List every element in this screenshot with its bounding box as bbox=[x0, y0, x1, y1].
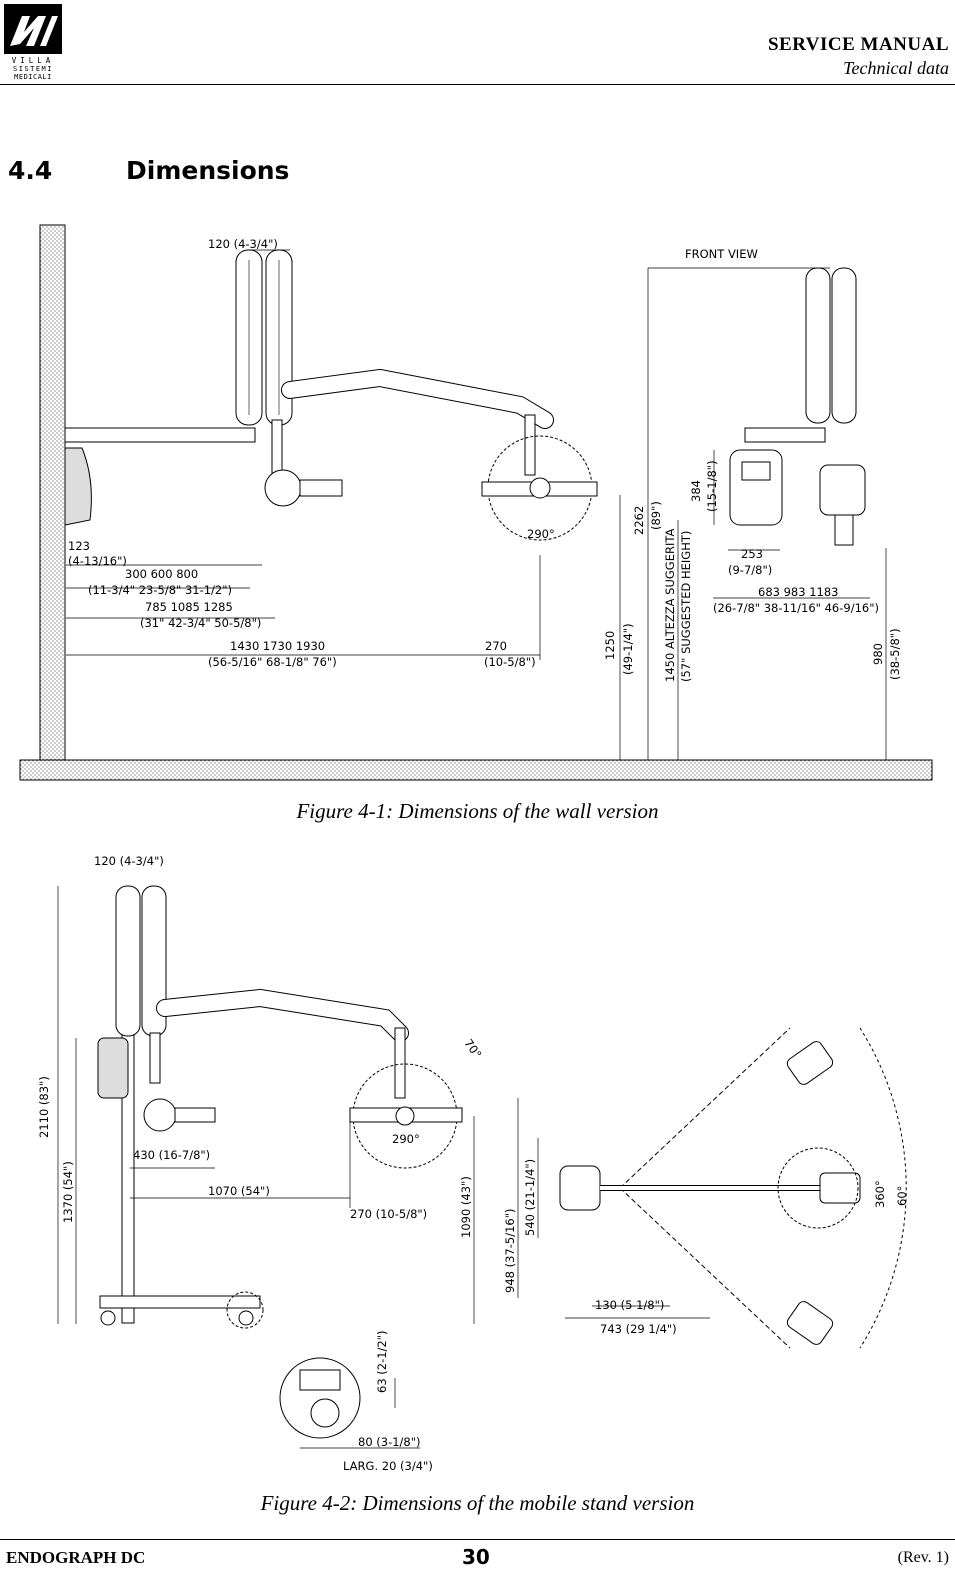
dim-123-label: 123 bbox=[68, 539, 90, 553]
dim-253-label: 253 bbox=[741, 547, 763, 561]
dim-80-label: 80 (3-1/8") bbox=[358, 1435, 421, 1449]
mobile-dim-120-label: 120 (4-3/4") bbox=[94, 854, 164, 868]
figure-mobile-version: 120 (4-3/4") 70° 290° 2110 (83") 1370 (5… bbox=[0, 848, 955, 1488]
vertical-arm-mobile-1 bbox=[115, 885, 141, 1037]
dim-300-inch: (11-3/4" 23-5/8" 31-1/2") bbox=[88, 583, 232, 597]
tube-head-mobile bbox=[143, 1098, 177, 1132]
dim-683-label: 683 983 1183 bbox=[758, 585, 838, 599]
caster-right bbox=[238, 1310, 254, 1326]
front-arm-2 bbox=[831, 267, 857, 424]
dim-384-inch: (15-1/8") bbox=[705, 460, 719, 512]
dim-430-label: 430 (16-7/8") bbox=[133, 1148, 210, 1162]
dim-270-label: 270 bbox=[485, 639, 507, 653]
section-number: 4.4 bbox=[8, 156, 53, 185]
product-name: ENDOGRAPH DC bbox=[6, 1548, 146, 1567]
dim-300-label: 300 600 800 bbox=[125, 567, 198, 581]
header: SERVICE MANUAL Technical data bbox=[768, 34, 949, 79]
dim-123-inch: (4-13/16") bbox=[68, 554, 127, 568]
dim-980-label: 980 bbox=[871, 643, 885, 665]
top-view-sector bbox=[619, 1027, 791, 1349]
manual-title: SERVICE MANUAL bbox=[767, 34, 949, 55]
dim-253-inch: (9-7/8") bbox=[728, 563, 772, 577]
dim-980-inch: (38-5/8") bbox=[888, 628, 902, 680]
wall-bracket bbox=[64, 427, 256, 443]
page-number: 30 bbox=[462, 1545, 490, 1569]
dim-540-label: 540 (21-1/4") bbox=[523, 1159, 537, 1236]
revision: (Rev. 1) bbox=[897, 1549, 949, 1566]
mobile-rotation-290-label: 290° bbox=[392, 1132, 420, 1146]
dim-785-inch: (31" 42-3/4" 50-5/8") bbox=[140, 616, 261, 630]
tube-head-1 bbox=[264, 469, 302, 507]
dim-1070-label: 1070 (54") bbox=[208, 1184, 270, 1198]
dim-743-label: 743 (29 1/4") bbox=[600, 1322, 677, 1336]
front-arm-1 bbox=[805, 267, 831, 424]
dim-1430-label: 1430 1730 1930 bbox=[230, 639, 325, 653]
rotation-70-label: 70° bbox=[461, 1036, 484, 1061]
dim-270-inch: (10-5/8") bbox=[484, 655, 536, 669]
dim-2262-label: 2262 bbox=[632, 506, 646, 535]
svg-text:VILLA: VILLA bbox=[12, 56, 55, 65]
dim-120-label: 120 (4-3/4") bbox=[208, 237, 278, 251]
dim-1250-label: 1250 bbox=[603, 631, 617, 660]
rotation-360-label: 360° bbox=[873, 1180, 887, 1208]
dim-1250-inch: (49-1/4") bbox=[621, 623, 635, 675]
dim-1430-inch: (56-5/16" 68-1/8" 76") bbox=[208, 655, 337, 669]
dim-948-label: 948 (37-5/16") bbox=[503, 1209, 517, 1293]
dim-130-label: 130 (5 1/8") bbox=[595, 1298, 664, 1312]
dim-785-label: 785 1085 1285 bbox=[145, 600, 233, 614]
manual-subtitle: Technical data bbox=[843, 58, 949, 78]
svg-text:MEDICALI: MEDICALI bbox=[14, 73, 52, 80]
header-divider bbox=[0, 84, 955, 85]
section-title: Dimensions bbox=[126, 156, 290, 185]
dim-1090-label: 1090 (43") bbox=[459, 1176, 473, 1238]
dim-2110-label: 2110 (83") bbox=[37, 1076, 51, 1138]
dim-63-label: 63 (2-1/2") bbox=[375, 1330, 389, 1393]
rotation-290-label: 290° bbox=[527, 527, 555, 541]
floor bbox=[19, 759, 933, 781]
stand-base bbox=[99, 1295, 261, 1309]
figure-wall-version: 120 (4-3/4") FRONT VIEW 123 (4-13/16") 3… bbox=[0, 220, 955, 795]
rotation-60-label: 60° bbox=[895, 1186, 909, 1206]
figure-2-caption: Figure 4-2: Dimensions of the mobile sta… bbox=[260, 1491, 695, 1515]
figure-1-caption: Figure 4-1: Dimensions of the wall versi… bbox=[296, 799, 659, 823]
mobile-dim-270-label: 270 (10-5/8") bbox=[350, 1207, 427, 1221]
caster-left bbox=[100, 1310, 116, 1326]
top-view-base bbox=[559, 1165, 601, 1211]
front-view-label: FRONT VIEW bbox=[685, 247, 758, 261]
footer-divider bbox=[0, 1539, 955, 1540]
dim-1450-inch: (57" SUGGESTED HEIGHT) bbox=[679, 531, 693, 682]
dim-2262-inch: (89") bbox=[649, 501, 663, 530]
dim-384-label: 384 bbox=[689, 480, 703, 502]
wall bbox=[39, 224, 66, 761]
villa-logo: VILLA SISTEMI MEDICALI bbox=[4, 4, 62, 81]
dim-1370-label: 1370 (54") bbox=[61, 1161, 75, 1223]
dim-683-inch: (26-7/8" 38-11/16" 46-9/16") bbox=[713, 601, 879, 615]
width-20-label: LARG. 20 (3/4") bbox=[343, 1459, 433, 1473]
control-panel bbox=[729, 449, 783, 526]
svg-text:SISTEMI: SISTEMI bbox=[13, 65, 53, 73]
dim-1450-label: 1450 ALTEZZA SUGGERITA bbox=[663, 528, 677, 682]
section-heading: 4.4 Dimensions bbox=[8, 156, 289, 185]
